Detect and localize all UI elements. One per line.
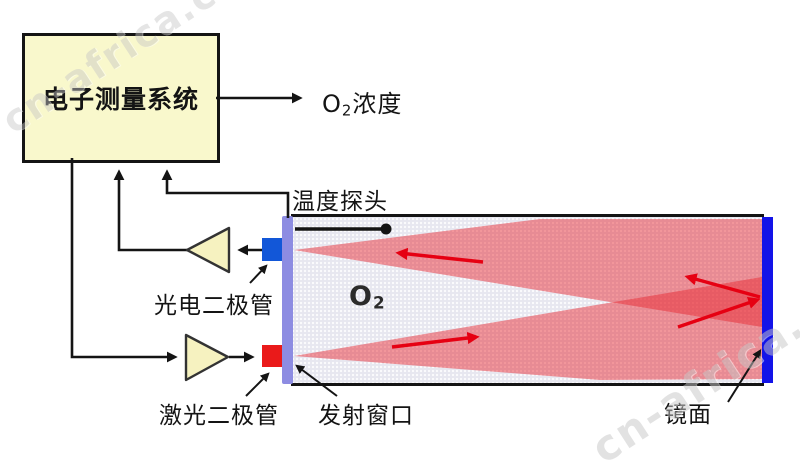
laser-pointer-arrow (245, 372, 270, 397)
o2-output-base: O (322, 90, 342, 118)
measurement-system-box: 电子测量系统 (22, 33, 220, 163)
mirror-label: 镜面 (664, 402, 712, 428)
emission-window-wall (282, 216, 293, 384)
laser-diode-label: 激光二极管 (159, 403, 279, 429)
mirror-surface (762, 217, 773, 383)
measurement-system-label: 电子测量系统 (42, 85, 199, 114)
o2-output-rest: 浓度 (352, 90, 403, 118)
wire-laser-drive (70, 158, 178, 363)
laser-diode-chip (262, 345, 282, 367)
wire-temp-to-box (161, 169, 290, 218)
o2-concentration-label: O2浓度 (322, 84, 402, 119)
gas-o2-base: O (349, 281, 373, 312)
photodiode-pointer-arrow (249, 264, 268, 284)
emission-window-label: 发射窗口 (318, 403, 414, 429)
photodiode-amplifier (185, 226, 231, 274)
gas-o2-label: O2 (349, 281, 386, 313)
gas-o2-subscript: 2 (372, 292, 386, 313)
wire-amp-to-box (113, 169, 187, 252)
temperature-probe-label: 温度探头 (292, 189, 388, 215)
photodiode-chip (262, 238, 282, 261)
photodiode-label: 光电二极管 (154, 293, 274, 319)
o2-output-subscript: 2 (341, 101, 353, 120)
laser-driver-amplifier (184, 333, 230, 382)
